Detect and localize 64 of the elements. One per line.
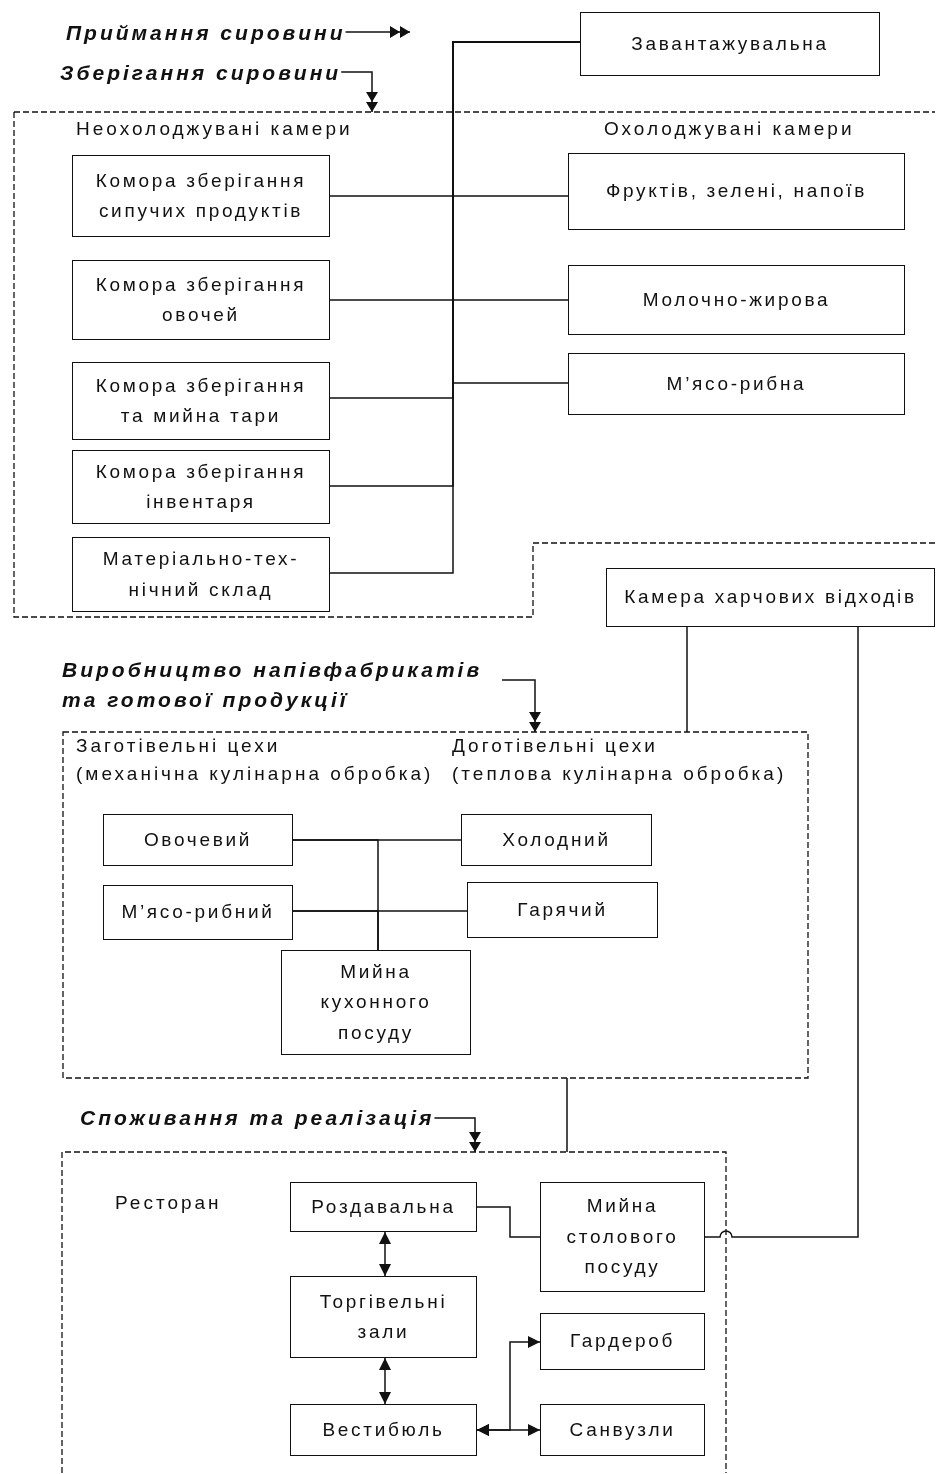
region-heading: (теплова кулінарна обробка)	[452, 762, 787, 786]
region-heading: Заготівельні цехи	[76, 734, 281, 758]
process-box	[568, 353, 905, 415]
box-label: Мийна столового посуду	[565, 1194, 680, 1280]
box-label: Молочно-жирова	[642, 287, 831, 312]
arrow	[476, 1424, 541, 1436]
process-box	[461, 814, 652, 866]
process-box	[103, 814, 293, 866]
box-label: Овочевий	[143, 827, 253, 852]
process-box	[103, 885, 293, 940]
box-label: М’ясо-рибна	[666, 371, 807, 396]
section-heading: Приймання сировини	[66, 18, 346, 49]
box-label: Комора зберігання сипучих продуктів	[94, 168, 308, 223]
process-box	[72, 537, 330, 612]
process-box	[290, 1276, 477, 1358]
process-box	[72, 450, 330, 524]
box-label: Гарячий	[517, 897, 608, 922]
process-box	[568, 265, 905, 335]
arrow	[340, 71, 378, 113]
region-heading: Неохолоджувані камери	[76, 117, 353, 141]
region-heading: (механічна кулінарна обробка)	[76, 762, 434, 786]
process-box	[580, 12, 880, 76]
process-box	[72, 362, 330, 440]
arrow	[379, 1231, 391, 1277]
box-label: Завантажувальна	[631, 31, 829, 56]
process-box	[290, 1404, 477, 1456]
connector-line	[476, 1206, 541, 1238]
process-box	[540, 1404, 705, 1456]
section-heading: Виробництво напівфабрикатів та готової продукції	[62, 655, 502, 716]
connector-line	[686, 626, 688, 733]
process-box	[467, 882, 658, 938]
box-label: Санвузли	[569, 1417, 676, 1442]
connector-line	[329, 195, 569, 197]
process-box	[281, 950, 471, 1055]
process-box	[540, 1313, 705, 1370]
region-heading: Доготівельні цехи	[452, 734, 658, 758]
arrow	[379, 1357, 391, 1405]
process-box	[290, 1182, 477, 1232]
box-label: Вестибюль	[322, 1417, 445, 1442]
box-label: Фруктів, зелені, напоїв	[605, 179, 868, 204]
region-heading: Охолоджувані камери	[604, 117, 855, 141]
section-heading: Зберігання сировини	[60, 58, 342, 89]
process-box	[72, 155, 330, 237]
box-label: Комора зберігання та мийна тари	[94, 373, 308, 428]
process-box	[72, 260, 330, 340]
box-label: Гардероб	[569, 1329, 676, 1354]
box-label: М’ясо-рибний	[121, 900, 275, 925]
box-label: Мийна кухонного посуду	[319, 959, 433, 1045]
box-label: Комора зберігання овочей	[94, 272, 308, 327]
box-label: Холодний	[502, 827, 611, 852]
connector-line	[704, 626, 859, 1238]
process-box	[540, 1182, 705, 1292]
box-label: Роздавальна	[311, 1194, 456, 1219]
connector-line	[566, 1077, 568, 1153]
process-box	[606, 568, 935, 627]
box-label: Комора зберігання інвентаря	[94, 459, 308, 514]
section-heading: Споживання та реалізація	[80, 1103, 435, 1134]
box-label: Торгівельні зали	[318, 1289, 449, 1344]
box-label: Матеріально-тех- нічний склад	[101, 547, 301, 602]
box-label: Камера харчових відходів	[624, 585, 917, 610]
region-heading: Ресторан	[115, 1191, 222, 1215]
connector-line	[292, 910, 379, 951]
process-box	[568, 153, 905, 230]
connector-line	[329, 299, 569, 301]
